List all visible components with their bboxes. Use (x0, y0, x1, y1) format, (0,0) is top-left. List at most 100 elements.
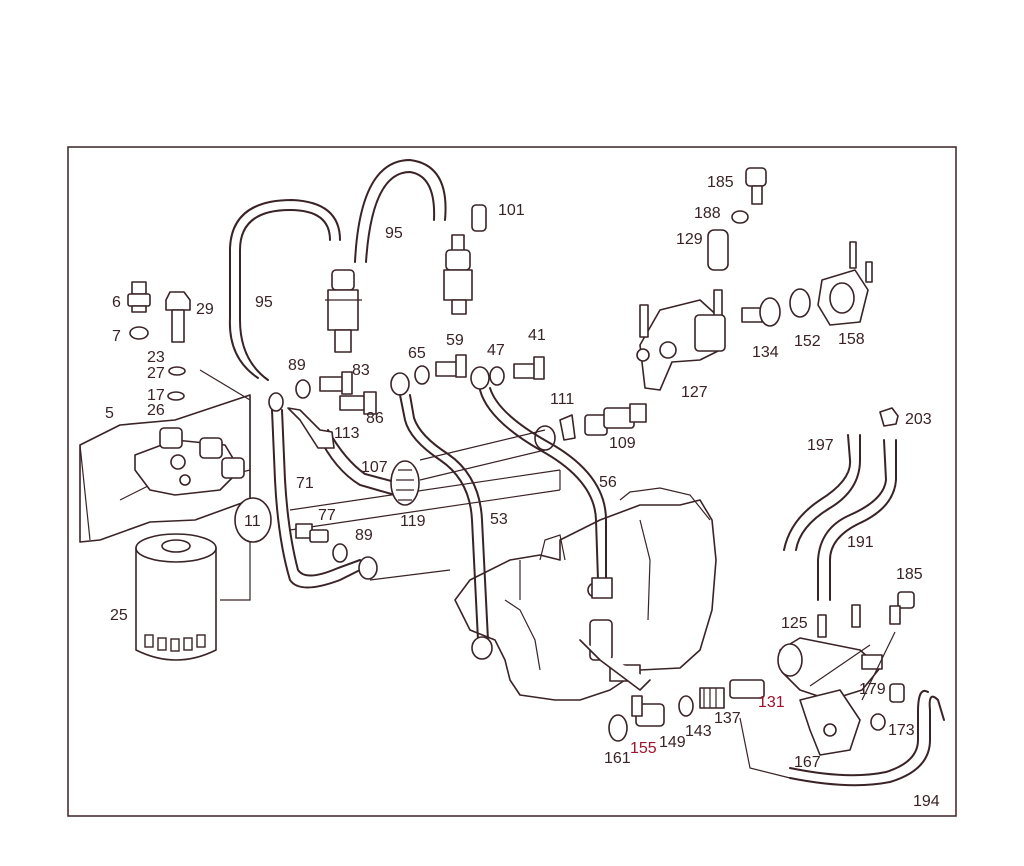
label-161: 161 (604, 750, 631, 767)
label-185-bottom: 185 (896, 566, 923, 583)
label-53: 53 (490, 511, 508, 528)
label-137: 137 (714, 710, 741, 727)
label-7: 7 (112, 328, 121, 345)
label-95-left: 95 (255, 294, 273, 311)
ring-188 (731, 210, 749, 224)
label-194: 194 (913, 793, 940, 810)
seal-ring-149 (678, 695, 694, 717)
label-26: 26 (147, 402, 165, 419)
spring-143 (699, 687, 725, 709)
label-47: 47 (487, 342, 505, 359)
hose-191 (817, 439, 888, 601)
label-179: 179 (859, 681, 886, 698)
leader-lines (739, 631, 896, 779)
strainer-119 (390, 460, 420, 506)
label-23: 23 (147, 349, 165, 366)
bleed-screw-6 (127, 281, 151, 313)
banjo-bolt-77 (295, 523, 329, 543)
label-27: 27 (147, 365, 165, 382)
diagram-frame (67, 146, 957, 817)
label-83: 83 (352, 362, 370, 379)
injector-nozzle-right (443, 234, 473, 315)
valve-131 (729, 679, 765, 699)
fuel-line-71 (268, 392, 378, 589)
label-101: 101 (498, 202, 525, 219)
pump-drive-line (289, 469, 561, 581)
label-17: 17 (147, 387, 165, 404)
cover-158 (817, 241, 873, 326)
banjo-bolt-59 (435, 354, 467, 378)
label-89-lower: 89 (355, 527, 373, 544)
label-11: 11 (244, 513, 261, 530)
seal-ring-89-upper (295, 379, 311, 399)
hand-pump-127 (636, 289, 726, 391)
label-5: 5 (105, 405, 114, 422)
label-89-upper: 89 (288, 357, 306, 374)
label-107: 107 (361, 459, 388, 476)
label-6: 6 (112, 294, 121, 311)
label-56: 56 (599, 474, 617, 491)
label-152: 152 (794, 333, 821, 350)
label-129: 129 (676, 231, 703, 248)
fuel-hose-95-left (239, 208, 331, 381)
label-77: 77 (318, 507, 336, 524)
seal-ring-47 (489, 366, 505, 386)
connector-113 (287, 407, 335, 449)
valve-109 (584, 403, 647, 436)
cap-101 (471, 204, 487, 232)
label-59: 59 (446, 332, 464, 349)
valve-134 (741, 297, 781, 327)
label-158: 158 (838, 331, 865, 348)
feed-pump-125 (777, 604, 883, 701)
hose-197 (783, 434, 852, 551)
label-127: 127 (681, 384, 708, 401)
banjo-bolt-29 (165, 291, 191, 343)
seal-ring-65 (414, 365, 430, 385)
plug-129 (707, 229, 729, 271)
screw-179 (889, 683, 905, 703)
label-25: 25 (110, 607, 128, 624)
callout-11 (234, 497, 272, 543)
label-71: 71 (296, 475, 314, 492)
cap-161 (608, 714, 628, 742)
label-203: 203 (905, 411, 932, 428)
banjo-bolt-83 (319, 371, 353, 395)
label-185-top: 185 (707, 174, 734, 191)
seal-ring-27 (168, 366, 186, 376)
fuel-hose-95-right (354, 158, 447, 263)
clip-111 (559, 414, 576, 441)
nut-173 (870, 713, 886, 731)
injection-line-53 (390, 372, 493, 660)
seal-ring-17 (167, 391, 185, 401)
label-149: 149 (659, 734, 686, 751)
filter-head (134, 427, 245, 496)
label-167: 167 (794, 754, 821, 771)
label-109: 109 (609, 435, 636, 452)
label-131: 131 (758, 694, 785, 711)
screw-185-bottom (889, 591, 915, 625)
banjo-bolt-86 (339, 391, 377, 415)
label-95-right: 95 (385, 225, 403, 242)
screw-185-top (745, 167, 767, 205)
label-197: 197 (807, 437, 834, 454)
label-173: 173 (888, 722, 915, 739)
fitting-203 (879, 407, 899, 427)
label-188: 188 (694, 205, 721, 222)
label-41: 41 (528, 327, 546, 344)
bracket-167 (799, 689, 861, 756)
label-111: 111 (550, 391, 574, 408)
label-134: 134 (752, 344, 779, 361)
label-155: 155 (630, 740, 657, 757)
label-86: 86 (366, 410, 384, 427)
seal-ring-89-lower (332, 543, 348, 563)
injector-nozzle-left (325, 269, 362, 353)
part-labels: 5 6 7 11 17 23 25 26 27 29 41 47 53 56 5… (105, 174, 940, 810)
seal-ring-152 (789, 288, 811, 318)
label-119: 119 (400, 513, 426, 530)
injection-line-56 (470, 366, 613, 599)
fuel-filter-cartridge (135, 533, 217, 661)
connector-155 (631, 695, 665, 727)
banjo-bolt-41 (513, 356, 545, 380)
hose-194 (789, 695, 945, 787)
